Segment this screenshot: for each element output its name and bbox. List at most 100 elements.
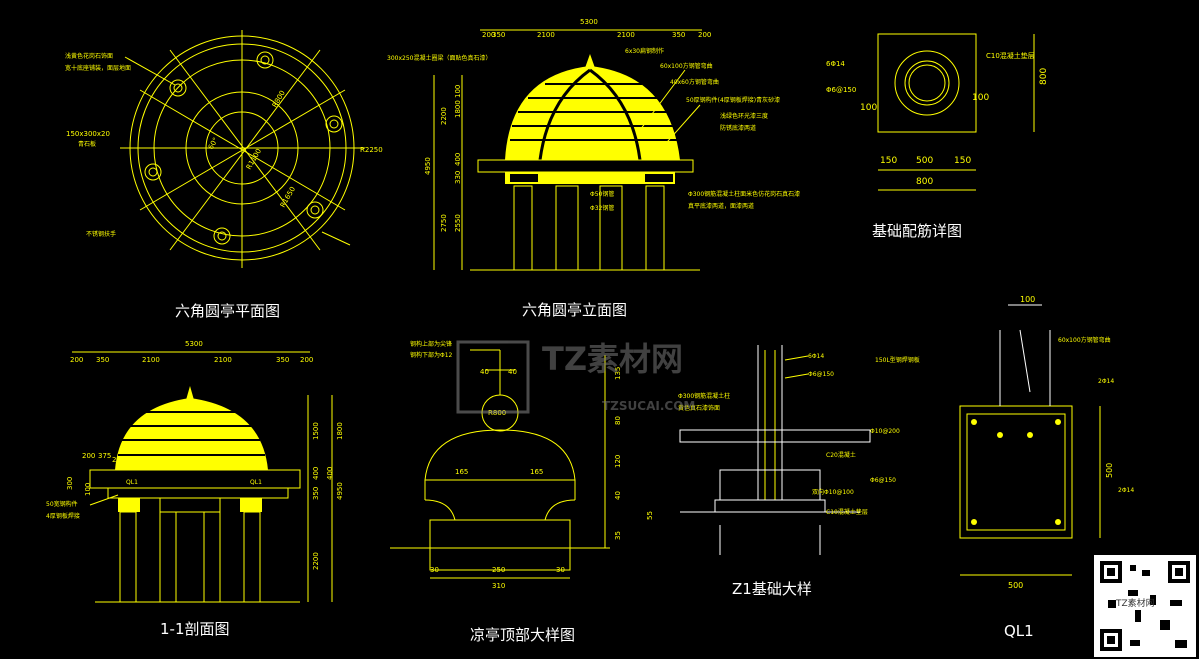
sec-columns (119, 511, 261, 603)
top-dim-55: 55 (646, 511, 654, 520)
found-dim-1: 100 (860, 103, 877, 113)
sec-label-ql1-b: QL1 (250, 479, 262, 486)
top-dim-40c: 40 (614, 491, 622, 500)
elev-label-3: 60x100方钢管弯曲 (660, 62, 713, 70)
ql1-detail: 100 150L型钢焊钢板 60x100方钢管弯曲 2Φ14 Φ10@200 Φ… (870, 295, 1134, 640)
ql1-label-3: 2Φ14 (1098, 378, 1114, 385)
top-dim-310: 310 (492, 582, 505, 590)
top-dim-250: 250 (492, 566, 505, 574)
found-dim-6: 800 (916, 177, 933, 187)
sec-label-4: 4厚钢板焊接 (46, 512, 80, 520)
plan-label-5: 不锈钢扶手 (86, 230, 116, 238)
elev-label-8: Φ50钢管 (590, 190, 614, 198)
plan-dim-r2250: R2250 (360, 146, 383, 154)
elev-dim-2550: 2550 (454, 214, 462, 232)
elev-dim-2200: 2200 (440, 107, 448, 125)
watermark-sub: TZSUCAI.COM (602, 399, 695, 413)
sec-dim-250: 250 (112, 456, 125, 464)
qr-caption: TZ素材网 (1115, 597, 1155, 609)
plan-view: 浅黄色花岗石饰面 宽十底座铺装，面层地面 150x300x20 青石板 不锈钢扶… (65, 30, 383, 320)
plan-label-2: 宽十底座铺装，面层地面 (65, 64, 131, 72)
sec-dim-300: 300 (66, 477, 74, 490)
sec-dim-e: 350 (276, 356, 289, 364)
sec-dim-1800: 1800 (336, 422, 344, 440)
top-dim-80: 80 (614, 416, 622, 425)
watermark: TZ素材网 TZSUCAI.COM (456, 340, 695, 414)
elev-dim-b: 350 (492, 31, 505, 39)
foundation-title: 基础配筋详图 (872, 222, 962, 240)
top-detail-title: 凉亭顶部大样图 (470, 626, 575, 644)
qr-code-icon: TZ素材网 (1094, 555, 1196, 657)
top-dim-40a: 40 (480, 368, 489, 376)
elev-label-6: 浅绿色环光漆三度 (720, 112, 768, 120)
z1-label-7: C10混凝土垫层 (826, 508, 868, 516)
elev-label-11: 真平底漆两道，面漆两道 (688, 202, 754, 210)
sec-dim-375: 375 (98, 452, 111, 460)
top-dim-135: 135 (614, 367, 622, 380)
ql1-label-4: Φ10@200 (870, 428, 900, 435)
plan-dim-angle: 60° (207, 136, 220, 151)
top-dim-35: 35 (614, 531, 622, 540)
top-dim-30a: 30 (430, 566, 439, 574)
elev-dim-height: 4950 (424, 157, 432, 175)
ql1-label-5: Φ6@150 (870, 477, 896, 484)
elev-dim-330: 330 (454, 171, 462, 184)
ql1-label-1: 150L型钢焊钢板 (875, 356, 920, 364)
sec-dim-a: 200 (70, 356, 83, 364)
elev-dim-a: 200 (482, 31, 495, 39)
z1-label-1: 6Φ14 (808, 353, 824, 360)
plan-title: 六角圆亭平面图 (175, 302, 280, 320)
ql1-dim-500h: 500 (1008, 581, 1023, 590)
elev-label-5: 50厚钢构件(4厚钢板焊接)青灰砂漆 (686, 96, 780, 104)
sec-dim-f: 200 (300, 356, 313, 364)
plan-label-4: 青石板 (78, 140, 96, 148)
sec-dim-b: 350 (96, 356, 109, 364)
elevation-title: 六角圆亭立面图 (522, 301, 627, 319)
found-dim-7: 800 (1039, 68, 1049, 85)
sec-label-3: 50宽钢构件 (46, 500, 78, 508)
z1-label-3: Φ300钢筋混凝土柱 (678, 392, 730, 400)
sec-label-ql1-a: QL1 (126, 479, 138, 486)
top-detail: 钢构上部为尖锋 钢构下部为Φ12 R800 40 40 165 165 30 2… (390, 340, 654, 644)
ql1-dim-500v: 500 (1105, 463, 1114, 478)
found-label-2: Φ6@150 (826, 86, 856, 94)
z1-label-6: 双向Φ10@100 (812, 488, 854, 496)
elev-dim-e: 350 (672, 31, 685, 39)
elev-dim-2750: 2750 (440, 214, 448, 232)
z1-label-2: Φ6@150 (808, 371, 834, 378)
ql1-label-2: 60x100方钢管弯曲 (1058, 336, 1111, 344)
elev-label-2: 6x30扁钢制作 (625, 47, 664, 55)
plan-label-3: 150x300x20 (66, 130, 110, 138)
elev-dim-c: 2100 (537, 31, 555, 39)
sec-dim-350: 350 (312, 487, 320, 500)
top-dim-165a: 165 (455, 468, 468, 476)
ql1-dim-100: 100 (1020, 295, 1035, 304)
sec-dim-d: 2100 (214, 356, 232, 364)
z1-label-5: C20混凝土 (826, 451, 856, 459)
elev-columns (513, 185, 665, 271)
sec-dim-2200: 2200 (312, 552, 320, 570)
ql1-label-6: 2Φ14 (1118, 487, 1134, 494)
found-dim-3: 150 (880, 156, 897, 166)
watermark-logo-icon (456, 340, 530, 414)
sec-dim-400b: 400 (326, 467, 334, 480)
elev-dim-f: 200 (698, 31, 711, 39)
watermark-brand: TZ素材网 (542, 340, 683, 378)
elev-label-9: Φ32钢管 (590, 204, 614, 212)
top-label-1: 钢构上部为尖锋 (410, 340, 452, 348)
elev-dim-400: 400 (454, 153, 462, 166)
plan-label-1: 浅黄色花岗石饰面 (65, 52, 113, 60)
top-dim-165b: 165 (530, 468, 543, 476)
elev-dim-1800: 1800 (454, 100, 462, 118)
z1-detail: 6Φ14 Φ6@150 Φ300钢筋混凝土柱 黄色真石漆饰面 C20混凝土 双向… (678, 345, 871, 598)
elev-dim-100: 100 (454, 85, 462, 98)
elevation-view: 5300 200 350 2100 2100 350 200 49 (387, 18, 800, 319)
elev-dim-total: 5300 (580, 18, 598, 26)
z1-title: Z1基础大样 (732, 580, 812, 598)
sec-dim-1500: 1500 (312, 422, 320, 440)
sec-dome (115, 398, 268, 470)
top-dim-30b: 30 (556, 566, 565, 574)
foundation-detail: 6Φ14 Φ6@150 C10混凝土垫层 100 100 150 500 150… (826, 33, 1049, 240)
found-label-1: 6Φ14 (826, 60, 845, 68)
